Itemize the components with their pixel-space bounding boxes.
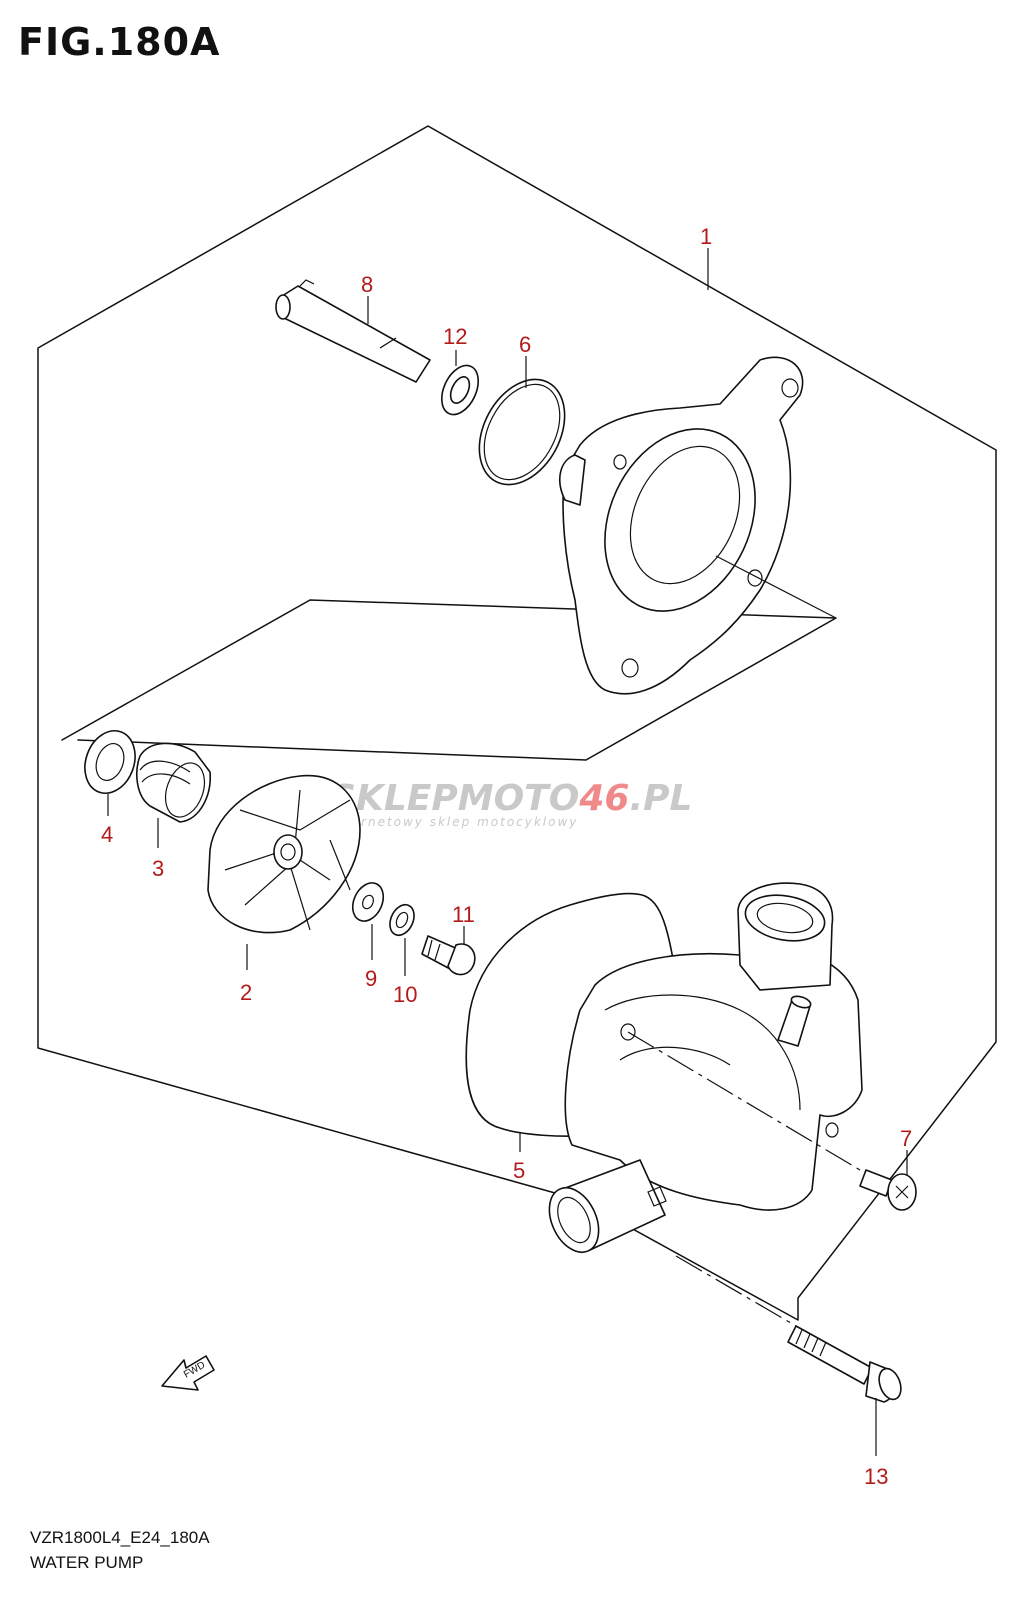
model-code: VZR1800L4_E24_180A xyxy=(30,1528,210,1547)
watermark-brand-main: SKLEPMOTO xyxy=(330,778,579,819)
callout-1: 1 xyxy=(700,224,712,249)
watermark-tagline: internetowy sklep motocyklowy xyxy=(330,815,578,829)
callout-7: 7 xyxy=(900,1126,912,1151)
part-4-oil-seal xyxy=(84,730,136,794)
callout-6: 6 xyxy=(519,332,531,357)
part-7-screw xyxy=(859,1169,917,1211)
callout-2: 2 xyxy=(240,980,252,1005)
part-13-flange-bolt xyxy=(787,1325,902,1403)
callout-13: 13 xyxy=(864,1464,888,1489)
assembly-frame xyxy=(37,125,997,1321)
part-2-impeller xyxy=(207,774,361,934)
callout-8: 8 xyxy=(361,272,373,297)
watermark-brand-suffix: .PL xyxy=(629,778,692,819)
svg-text:SKLEPMOTO46.PL: SKLEPMOTO46.PL xyxy=(330,778,692,819)
callout-11: 11 xyxy=(452,902,475,927)
watermark-brand-accent: 46 xyxy=(578,778,629,819)
part-10-gasket xyxy=(389,903,415,937)
watermark: SKLEPMOTO46.PL internetowy sklep motocyk… xyxy=(330,778,692,829)
callout-5: 5 xyxy=(513,1158,525,1183)
part-9-washer xyxy=(351,882,385,922)
part-3-mechanical-seal xyxy=(136,742,211,823)
callout-9: 9 xyxy=(365,966,377,991)
figure-title: FIG.180A xyxy=(18,20,221,64)
callout-3: 3 xyxy=(152,856,164,881)
callouts: 1 2 3 4 5 6 7 8 9 10 11 12 13 xyxy=(101,224,912,1489)
forward-direction-arrow: FWD xyxy=(161,1355,215,1391)
part-1-pump-cover xyxy=(559,356,804,695)
part-6-o-ring xyxy=(478,378,566,486)
callout-12: 12 xyxy=(443,324,467,349)
part-1-pump-body xyxy=(548,882,863,1253)
callout-10: 10 xyxy=(393,982,417,1007)
part-8-shaft xyxy=(275,279,431,383)
part-11-bolt xyxy=(421,935,476,976)
leader-lines xyxy=(107,248,908,1456)
part-12-washer xyxy=(441,364,479,416)
section-name: WATER PUMP xyxy=(30,1553,144,1572)
callout-4: 4 xyxy=(101,822,113,847)
